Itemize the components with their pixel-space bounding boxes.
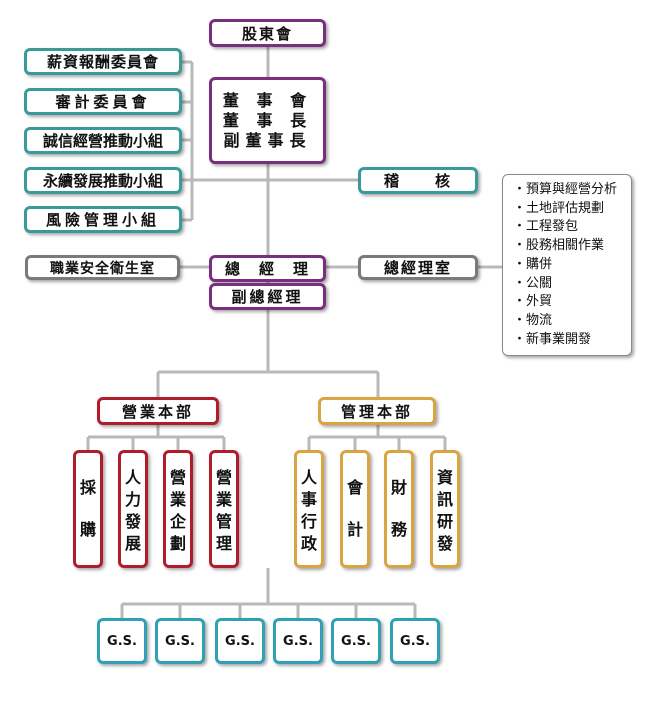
dept-purchasing: 採 購 xyxy=(73,450,103,568)
audit-label: 稽 核 xyxy=(383,172,452,190)
board-line-2: 董 事 長 xyxy=(222,110,313,130)
deputy-gm-label: 副總經理 xyxy=(231,288,304,306)
dept-hr-admin: 人 事 行 政 xyxy=(294,450,324,568)
committee-label: 誠信經營推動小組 xyxy=(42,132,163,150)
business-division-box: 營業本部 xyxy=(97,397,219,425)
function-item: ・工程發包 xyxy=(513,219,579,235)
committee-label: 永續發展推動小組 xyxy=(42,172,163,190)
dept-char: 研 xyxy=(436,512,453,531)
gs-unit: G.S. xyxy=(97,618,147,664)
dept-char: 事 xyxy=(300,490,317,509)
business-division-label: 營業本部 xyxy=(121,402,194,421)
committee-label: 風險管理小組 xyxy=(45,211,160,229)
committee-compensation: 薪資報酬委員會 xyxy=(24,48,182,75)
dept-char: 營 xyxy=(169,468,186,487)
committee-sustainability: 永續發展推動小組 xyxy=(24,167,182,194)
dept-hr-development: 人 力 發 展 xyxy=(118,450,148,568)
dept-finance: 財 務 xyxy=(384,450,414,568)
gs-unit: G.S. xyxy=(273,618,323,664)
function-item: ・預算與經營分析 xyxy=(513,182,618,197)
gs-label: G.S. xyxy=(107,633,137,649)
dept-char: 行 xyxy=(300,512,317,531)
dept-char: 發 xyxy=(436,534,453,553)
committee-audit: 審計委員會 xyxy=(24,88,182,115)
gm-office-label: 總經理室 xyxy=(383,259,452,277)
dept-char: 發 xyxy=(124,512,141,531)
audit-box: 稽 核 xyxy=(358,167,478,194)
gs-label: G.S. xyxy=(165,633,195,649)
dept-char: 政 xyxy=(300,534,317,553)
gs-label: G.S. xyxy=(341,633,371,649)
gs-unit: G.S. xyxy=(155,618,205,664)
committee-label: 薪資報酬委員會 xyxy=(46,53,159,71)
gs-unit: G.S. xyxy=(390,618,440,664)
dept-char: 財 xyxy=(390,478,407,497)
committee-label: 審計委員會 xyxy=(55,93,151,111)
board-line-1: 董 事 會 xyxy=(222,90,313,110)
dept-char: 資 xyxy=(436,468,453,487)
dept-char: 購 xyxy=(79,520,96,539)
dept-char: 管 xyxy=(215,512,232,531)
gs-unit: G.S. xyxy=(331,618,381,664)
dept-business-management: 營 業 管 理 xyxy=(209,450,239,568)
function-item: ・土地評估規劃 xyxy=(513,200,605,216)
dept-char: 業 xyxy=(169,490,186,509)
committee-risk: 風險管理小組 xyxy=(24,206,182,233)
function-item: ・外貿 xyxy=(513,294,553,310)
dept-char: 業 xyxy=(215,490,232,509)
dept-char: 訊 xyxy=(436,490,453,509)
dept-char: 企 xyxy=(169,512,186,531)
dept-char: 劃 xyxy=(169,534,186,553)
dept-char: 人 xyxy=(124,468,141,487)
shareholders-label: 股東會 xyxy=(241,24,293,43)
dept-char: 營 xyxy=(215,468,232,487)
dept-business-planning: 營 業 企 劃 xyxy=(163,450,193,568)
gs-label: G.S. xyxy=(283,633,313,649)
safety-office-label: 職業安全衛生室 xyxy=(50,260,155,277)
gm-box: 總 經 理 xyxy=(209,255,326,282)
dept-accounting: 會 計 xyxy=(340,450,370,568)
gm-label: 總 經 理 xyxy=(224,260,310,278)
function-item: ・公關 xyxy=(513,275,553,291)
safety-office-box: 職業安全衛生室 xyxy=(25,255,180,280)
gm-office-functions-list: ・預算與經營分析 ・土地評估規劃 ・工程發包 ・股務相關作業 ・購併 ・公關 ・… xyxy=(502,174,632,356)
admin-division-box: 管理本部 xyxy=(318,397,436,425)
dept-char: 人 xyxy=(300,468,317,487)
committee-integrity: 誠信經營推動小組 xyxy=(24,127,182,154)
dept-char: 理 xyxy=(215,534,232,553)
gs-label: G.S. xyxy=(225,633,255,649)
function-item: ・新事業開發 xyxy=(513,331,592,347)
admin-division-label: 管理本部 xyxy=(340,402,413,421)
dept-char: 計 xyxy=(346,520,363,539)
function-item: ・購併 xyxy=(513,256,553,272)
deputy-gm-box: 副總經理 xyxy=(209,283,326,310)
dept-char: 採 xyxy=(79,478,96,497)
dept-char: 力 xyxy=(124,490,141,509)
gm-office-box: 總經理室 xyxy=(358,255,478,280)
dept-char: 展 xyxy=(124,534,141,553)
dept-char: 務 xyxy=(390,520,407,539)
gs-unit: G.S. xyxy=(215,618,265,664)
board-line-3: 副董事長 xyxy=(223,130,312,150)
function-item: ・股務相關作業 xyxy=(513,238,605,254)
board-box: 董 事 會 董 事 長 副董事長 xyxy=(209,77,326,164)
dept-char: 會 xyxy=(346,478,363,497)
dept-it-rnd: 資 訊 研 發 xyxy=(430,450,460,568)
shareholders-box: 股東會 xyxy=(209,19,326,47)
function-item: ・物流 xyxy=(513,312,553,328)
gs-label: G.S. xyxy=(400,633,430,649)
